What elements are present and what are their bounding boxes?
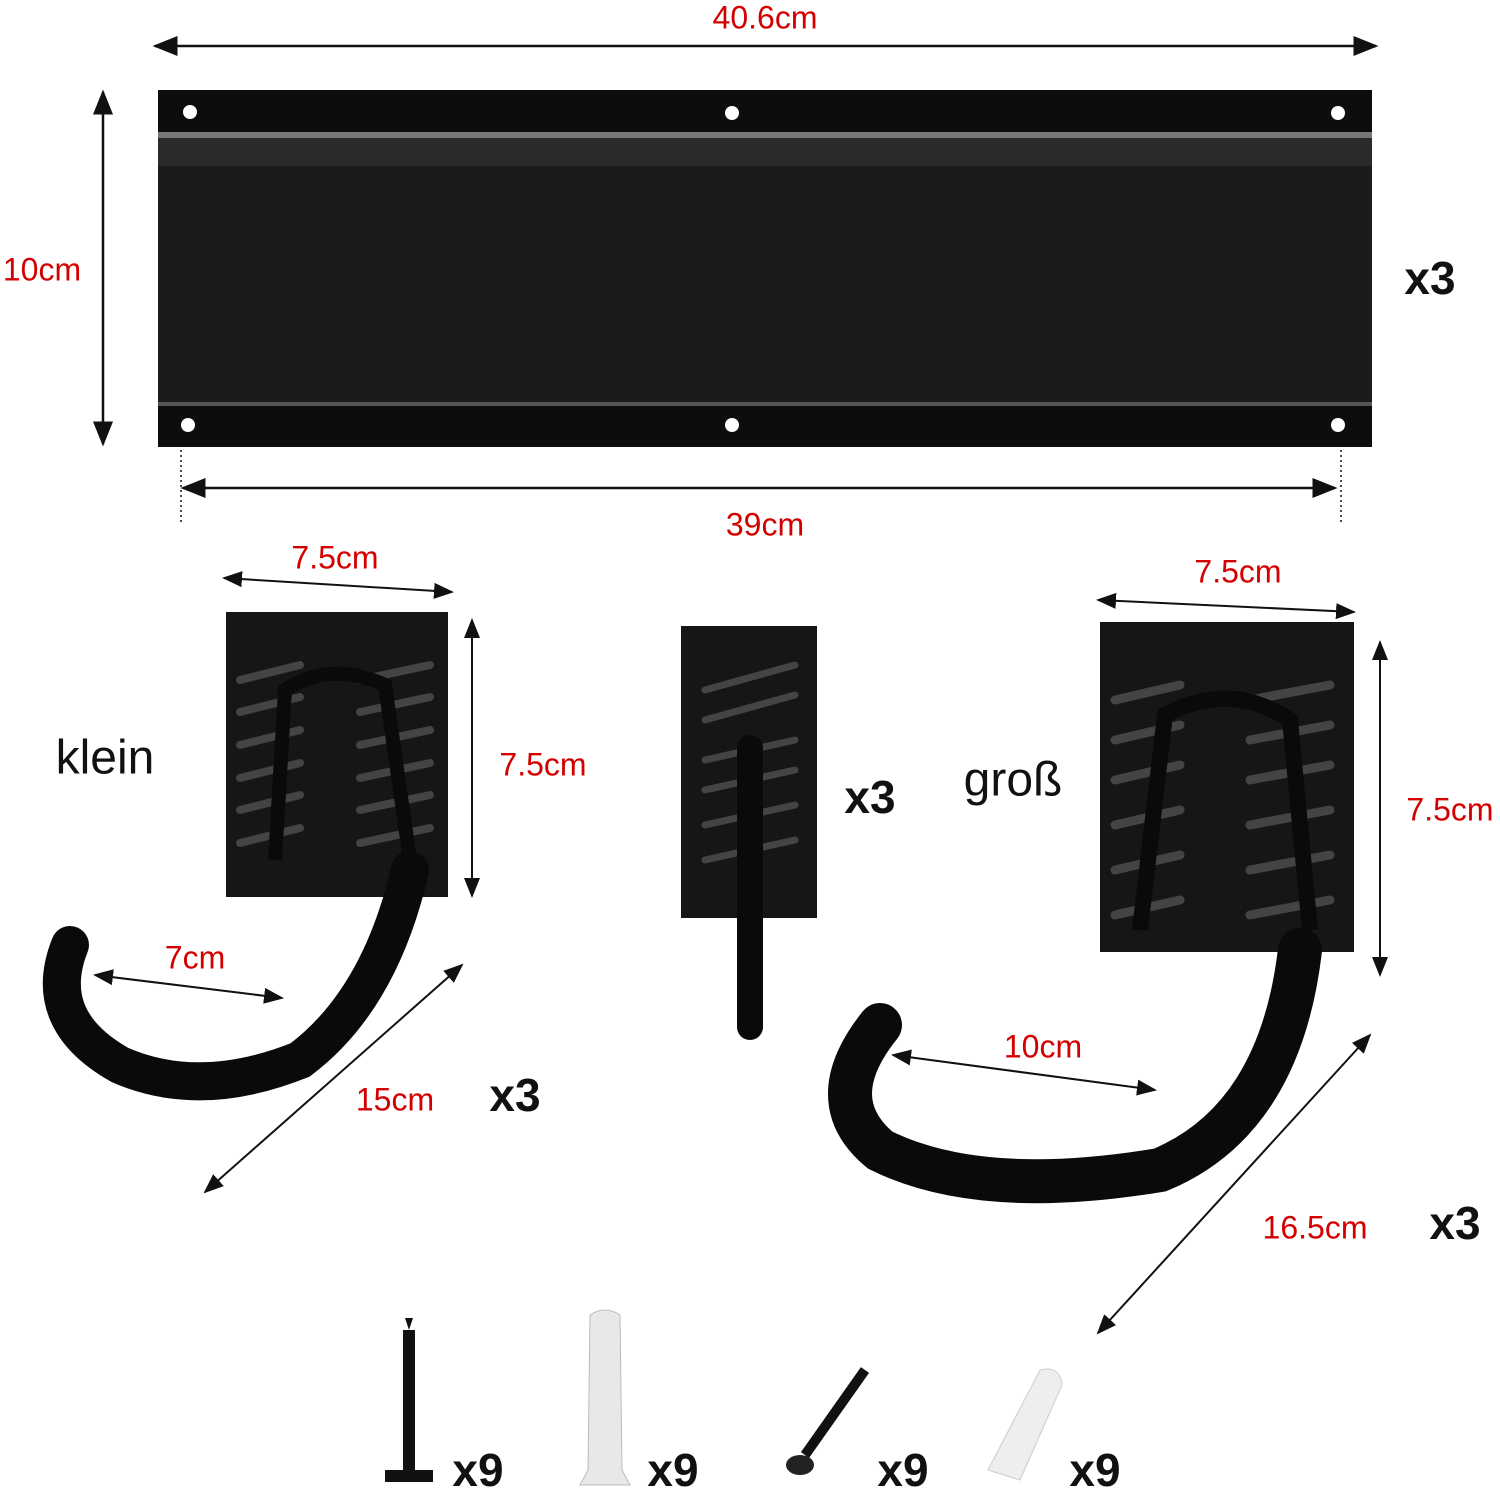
rail-quantity: x3 [1404, 252, 1456, 304]
small-hook-plate-height: 7.5cm [499, 746, 587, 783]
small-hook-length: 15cm [355, 1081, 435, 1118]
small-hook-image [42, 612, 448, 1101]
rail-total-width-label: 40.6cm [712, 0, 818, 36]
hardware-images [385, 1309, 1063, 1486]
small-hook-name: klein [55, 731, 155, 785]
large-hook-image [828, 622, 1354, 1204]
small-hook-quantity: x3 [489, 1069, 541, 1121]
connector-quantity: x3 [844, 771, 896, 823]
rail-image [158, 90, 1372, 447]
small-hook-plate-width: 7.5cm [291, 539, 379, 576]
hardware-quantity-screw-large: x9 [452, 1444, 504, 1495]
large-hook-name: groß [963, 753, 1063, 807]
large-hook-plate-width: 7.5cm [1194, 553, 1282, 590]
dimension-arrows [93, 36, 1388, 1335]
connector-image [681, 626, 817, 1040]
rail-height-label: 10cm [2, 251, 82, 288]
rail-hole-spacing-label: 39cm [725, 506, 805, 543]
large-hook-quantity: x3 [1429, 1197, 1481, 1249]
large-hook-plate-height: 7.5cm [1406, 791, 1494, 828]
hardware-quantity-plug-small: x9 [1069, 1444, 1121, 1495]
large-hook-opening: 10cm [1003, 1028, 1083, 1065]
large-hook-length: 16.5cm [1262, 1209, 1368, 1246]
hardware-quantity-screw-small: x9 [877, 1444, 929, 1495]
small-hook-opening: 7cm [164, 939, 226, 976]
hardware-quantity-plug-large: x9 [647, 1444, 699, 1495]
